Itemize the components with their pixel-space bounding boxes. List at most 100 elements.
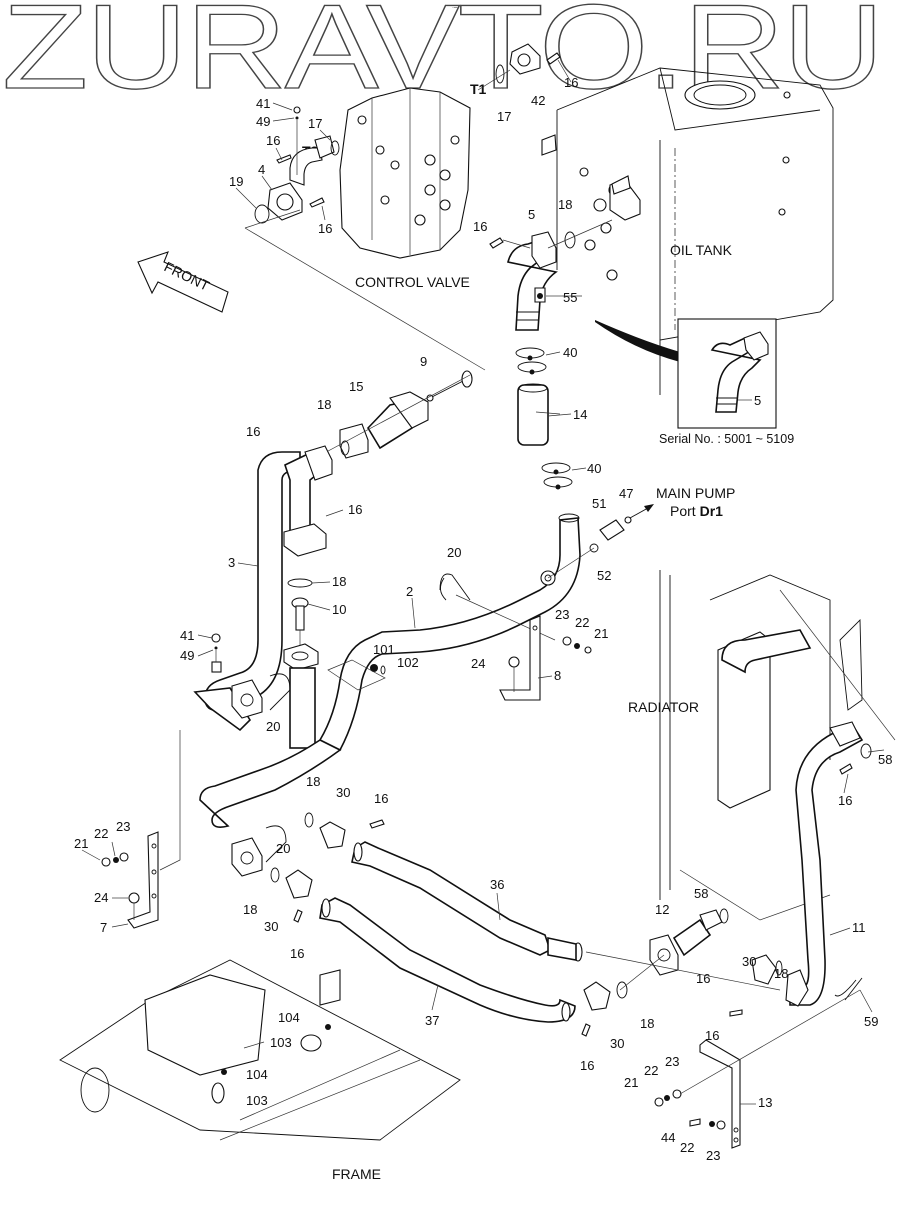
main-pump-port-name: Dr1 xyxy=(700,503,724,519)
part-label-23: 23 xyxy=(555,607,569,622)
part-label-12: 12 xyxy=(655,902,669,917)
part-label-11: 11 xyxy=(852,920,866,935)
part-label-23: 23 xyxy=(665,1054,679,1069)
part-label-18: 18 xyxy=(558,197,572,212)
part-label-22: 22 xyxy=(644,1063,658,1078)
part-label-14: 14 xyxy=(573,407,587,422)
main-pump-port-prefix: Port xyxy=(670,503,700,519)
part-label-16: 16 xyxy=(838,793,852,808)
part-label-58: 58 xyxy=(878,752,892,767)
oil-tank xyxy=(541,67,834,395)
part-label-20: 20 xyxy=(276,841,290,856)
frame xyxy=(59,959,461,1141)
part-label-22: 22 xyxy=(94,826,108,841)
u-bolt-20 xyxy=(265,573,556,863)
part-label-13: 13 xyxy=(758,1095,772,1110)
part-label-20: 20 xyxy=(266,719,280,734)
part-label-24: 24 xyxy=(94,890,108,905)
leader-lines xyxy=(81,59,885,1105)
part-label-101: 101 xyxy=(373,642,395,657)
part-label-4: 4 xyxy=(258,162,265,177)
pipe-12 xyxy=(585,908,781,991)
part-label-52: 52 xyxy=(597,568,611,583)
front-arrow-icon: FRONT xyxy=(137,251,229,313)
part-label-18: 18 xyxy=(306,774,320,789)
part-label-36: 36 xyxy=(490,877,504,892)
part-label-103: 103 xyxy=(270,1035,292,1050)
part-label-18: 18 xyxy=(317,397,331,412)
part-label-16: 16 xyxy=(290,946,304,961)
elbow-5-assembly xyxy=(489,219,613,490)
elbow-4 xyxy=(244,106,486,371)
part-labels: 41 49 16 4 19 16 17 17 42 16 16 5 18 55 … xyxy=(74,75,892,1163)
part-label-44: 44 xyxy=(661,1130,675,1145)
main-pump-fitting xyxy=(547,504,654,579)
part-label-23: 23 xyxy=(706,1148,720,1163)
part-label-40: 40 xyxy=(563,345,577,360)
part-label-104: 104 xyxy=(246,1067,268,1082)
part-label-59: 59 xyxy=(864,1014,878,1029)
part-label-49: 49 xyxy=(256,114,270,129)
main-pump-caption-line1: MAIN PUMP xyxy=(656,485,735,501)
part-label-20: 20 xyxy=(447,545,461,560)
part-label-18: 18 xyxy=(774,966,788,981)
part-label-30: 30 xyxy=(610,1036,624,1051)
bracket-7 xyxy=(101,730,181,929)
part-label-18: 18 xyxy=(243,902,257,917)
part-label-16: 16 xyxy=(374,791,388,806)
serial-inset-box: 5 xyxy=(677,318,777,429)
hose-37 xyxy=(319,897,576,1023)
radiator xyxy=(659,570,896,921)
part-label-41: 41 xyxy=(256,96,270,111)
part-label-37: 37 xyxy=(425,1013,439,1028)
part-label-2: 2 xyxy=(406,584,413,599)
part-label-15: 15 xyxy=(349,379,363,394)
hose-36 xyxy=(351,841,583,962)
part-label-10: 10 xyxy=(332,602,346,617)
main-pump-caption-line2: Port Dr1 xyxy=(670,503,723,519)
part-label-42: 42 xyxy=(531,93,545,108)
radiator-caption: RADIATOR xyxy=(628,699,699,715)
part-label-22: 22 xyxy=(575,615,589,630)
oil-tank-caption: OIL TANK xyxy=(670,242,733,258)
part-label-17: 17 xyxy=(497,109,511,124)
split-flange-clamps-30 xyxy=(270,812,783,1037)
part-label-49: 49 xyxy=(180,648,194,663)
part-9-and-15 xyxy=(301,370,473,466)
part-label-16: 16 xyxy=(348,502,362,517)
pipe-3-and-2-assembly xyxy=(193,445,581,877)
part-label-16: 16 xyxy=(473,219,487,234)
part-label-30: 30 xyxy=(336,785,350,800)
part-label-58: 58 xyxy=(694,886,708,901)
part-label-16: 16 xyxy=(266,133,280,148)
part-label-22: 22 xyxy=(680,1140,694,1155)
part-label-9: 9 xyxy=(420,354,427,369)
part-label-16: 16 xyxy=(564,75,578,90)
part-label-16: 16 xyxy=(580,1058,594,1073)
port-t1-label: T1 xyxy=(470,81,487,97)
part-label-17: 17 xyxy=(308,116,322,131)
part-label-18: 18 xyxy=(640,1016,654,1031)
part-label-5: 5 xyxy=(528,207,535,222)
part-label-47: 47 xyxy=(619,486,633,501)
part-label-21: 21 xyxy=(74,836,88,851)
part-label-16: 16 xyxy=(318,221,332,236)
part-label-21: 21 xyxy=(624,1075,638,1090)
part-label-41: 41 xyxy=(180,628,194,643)
part-label-3: 3 xyxy=(228,555,235,570)
part-label-19: 19 xyxy=(229,174,243,189)
control-valve-caption: CONTROL VALVE xyxy=(355,274,470,290)
pipe-11 xyxy=(785,721,872,1007)
bracket-13 xyxy=(654,989,861,1149)
part-label-30: 30 xyxy=(742,954,756,969)
control-valve: T2 T1 xyxy=(302,81,487,259)
frame-caption: FRAME xyxy=(332,1166,381,1182)
part-label-55: 55 xyxy=(563,290,577,305)
serial-caption: Serial No. : 5001 ~ 5109 xyxy=(659,432,794,446)
part-label-40: 40 xyxy=(587,461,601,476)
part-label-8: 8 xyxy=(554,668,561,683)
part-label-5-inset: 5 xyxy=(754,393,761,408)
part-label-16: 16 xyxy=(696,971,710,986)
part-label-103: 103 xyxy=(246,1093,268,1108)
